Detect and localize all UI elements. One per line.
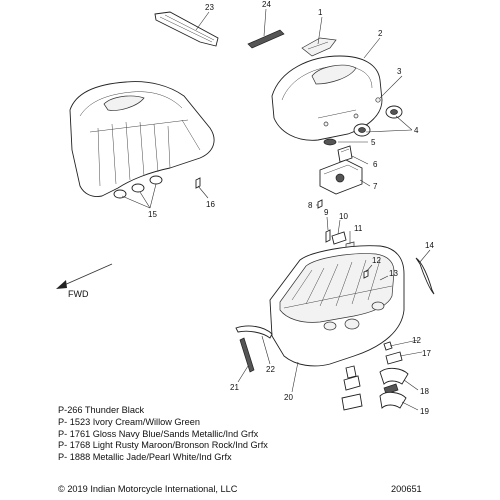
screw-part [375, 97, 381, 103]
paint-code-item: P- 1523 Ivory Cream/Willow Green [58, 416, 200, 427]
dark-strip-part [247, 29, 285, 49]
mounting-clamp-part [341, 391, 407, 411]
callout-20: 20 [284, 393, 293, 402]
callout-23: 23 [205, 3, 214, 12]
callout-4: 4 [414, 126, 419, 135]
callout-21: 21 [230, 383, 239, 392]
callout-7: 7 [373, 182, 378, 191]
callout-9: 9 [324, 208, 329, 217]
hinge-hardware-part [325, 229, 355, 251]
paint-code-item: P- 1768 Light Rusty Maroon/Bronson Rock/… [58, 440, 268, 451]
callout-12: 12 [372, 256, 381, 265]
callout-14: 14 [425, 241, 434, 250]
document-number: 200651 [391, 484, 422, 494]
bumper-part [113, 175, 163, 199]
callout-18: 18 [420, 387, 429, 396]
copyright-notice: © 2019 Indian Motorcycle International, … [58, 484, 238, 494]
callout-2: 2 [378, 29, 383, 38]
paint-code-item: P- 1761 Gloss Navy Blue/Sands Metallic/I… [58, 428, 259, 439]
seal-ring-part [323, 138, 337, 146]
lock-cylinder-part [337, 145, 353, 163]
long-trim-part [239, 337, 255, 373]
emblem-part [301, 37, 337, 57]
callout-13: 13 [389, 269, 398, 278]
callout-22: 22 [266, 365, 275, 374]
trim-strip-part [154, 11, 219, 47]
callout-labels: 1 2 3 4 5 6 7 8 9 10 11 12 13 14 15 16 1… [148, 0, 434, 416]
callout-10: 10 [339, 212, 348, 221]
paint-code-list: P-266 Thunder Black P- 1523 Ivory Cream/… [58, 405, 418, 464]
paint-code-item: P-266 Thunder Black [58, 405, 145, 415]
callout-24: 24 [262, 0, 271, 9]
leader-lines [121, 8, 431, 411]
callout-5: 5 [371, 138, 376, 147]
callout-11: 11 [354, 224, 363, 233]
saddlebag-lid-part [271, 55, 383, 141]
mounting-bracket-part [343, 365, 409, 395]
callout-1: 1 [318, 8, 323, 17]
callout-16: 16 [206, 200, 215, 209]
callout-19: 19 [420, 407, 429, 416]
bracket-screw-part [317, 199, 323, 209]
lid-screw-part [195, 177, 201, 189]
edge-trim-part [415, 257, 435, 295]
body-screw-part [363, 269, 369, 279]
saddlebag-body-part [269, 245, 405, 367]
lock-bracket-part [319, 159, 363, 195]
paint-code-item: P- 1888 Metallic Jade/Pearl White/Ind Gr… [58, 452, 232, 463]
forward-label: FWD [68, 289, 89, 299]
curved-trim-part [235, 325, 273, 339]
callout-8: 8 [308, 201, 313, 210]
callout-12-lower: 12 [412, 336, 421, 345]
forward-arrow [56, 263, 113, 289]
callout-17: 17 [422, 349, 431, 358]
callout-15: 15 [148, 210, 157, 219]
callout-3: 3 [397, 67, 402, 76]
mounting-screw-part [383, 341, 403, 365]
latch-part [353, 105, 403, 137]
callout-6: 6 [373, 160, 378, 169]
saddlebag-lid-underside-part [69, 81, 215, 197]
